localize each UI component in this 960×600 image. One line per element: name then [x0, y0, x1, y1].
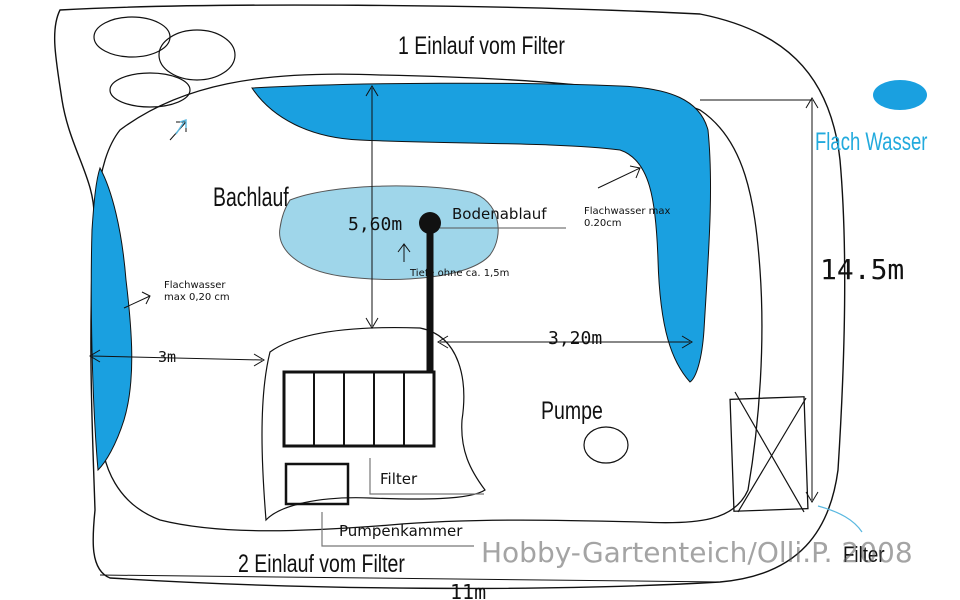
legend-swatch	[873, 80, 927, 110]
dimension-3-20m: 3,20m	[548, 328, 603, 349]
filter-corner-label: Filter	[843, 542, 885, 567]
bodenablauf-drain	[419, 212, 441, 234]
einlauf-1-label: 1 Einlauf vom Filter	[398, 32, 565, 60]
legend-flach-wasser-label: Flach Wasser	[815, 128, 928, 156]
bachlauf-label: Bachlauf	[213, 182, 289, 212]
stone-1	[93, 16, 171, 58]
filter-inner-label: Filter	[380, 470, 418, 488]
bodenablauf-label: Bodenablauf	[452, 205, 547, 223]
flachwasser-left-label: Flachwasser max 0,20 cm	[164, 280, 230, 303]
einlauf-2-label: 2 Einlauf vom Filter	[238, 550, 405, 578]
dimension-11m: 11m	[450, 580, 487, 600]
filter-enclosure	[261, 326, 486, 522]
stone-3	[109, 72, 191, 108]
bachlauf-pond	[279, 185, 499, 280]
pump-chamber	[284, 462, 350, 506]
flachwasser-right-label: Flachwasser max 0.20cm	[584, 206, 671, 229]
pumpe-label: Pumpe	[541, 397, 603, 425]
shallow-water-top	[251, 82, 712, 383]
stone-2	[158, 29, 236, 81]
dimension-lines	[89, 85, 819, 583]
dimension-14-5m: 14.5m	[820, 253, 905, 286]
tiefe-label: Tiefe ohne ca. 1,5m	[410, 268, 510, 279]
pump-icon	[583, 426, 629, 464]
external-filter-box	[729, 391, 809, 513]
shallow-water-left	[90, 166, 133, 472]
dimension-3m: 3m	[158, 348, 177, 366]
pumpenkammer-label: Pumpenkammer	[339, 522, 463, 540]
dimension-5-60m: 5,60m	[348, 214, 403, 235]
watermark: Hobby-Gartenteich/Olli.P. 2008	[481, 536, 913, 569]
filter-unit	[282, 370, 436, 448]
